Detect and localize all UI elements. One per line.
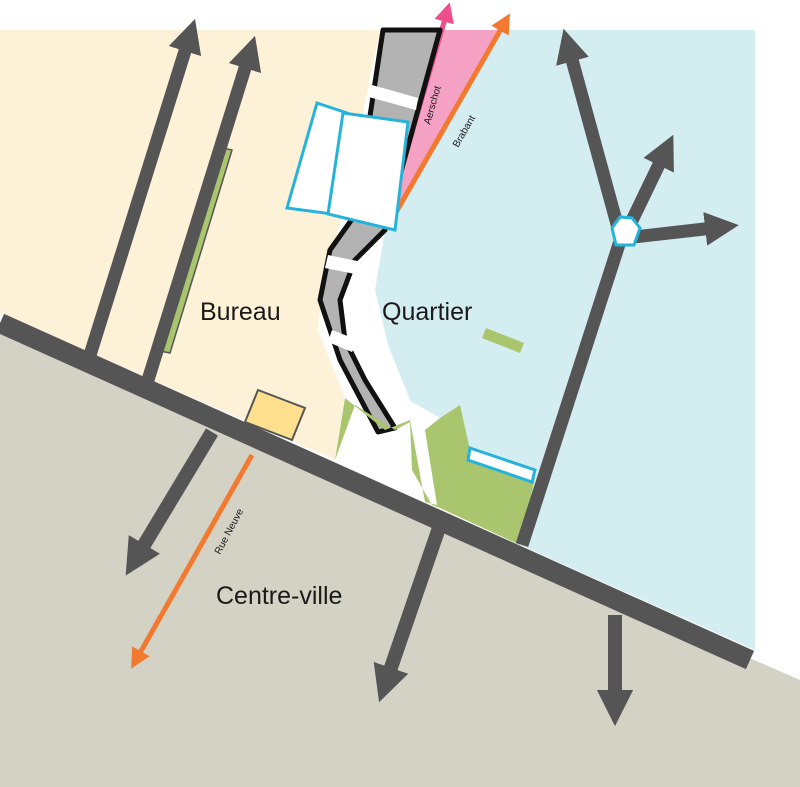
- station-corridor: [318, 30, 442, 505]
- label-centre-ville: Centre-ville: [216, 582, 342, 610]
- track-stripe: [328, 330, 358, 352]
- centre-road-2: [373, 522, 447, 703]
- quartier-park: [335, 398, 535, 545]
- track-stripe: [369, 85, 418, 110]
- track-stripe: [325, 255, 362, 275]
- bureau-road-2: [141, 35, 262, 382]
- quartier-road-east: [624, 212, 739, 246]
- quartier-green-block: [482, 328, 524, 353]
- label-bureau: Bureau: [200, 298, 281, 326]
- main-boulevard: [0, 313, 755, 670]
- quartier-main-road: [515, 233, 629, 547]
- centre-road-1: [125, 428, 218, 576]
- quartier-road-north: [556, 28, 627, 237]
- park-pavilion: [466, 446, 537, 484]
- roundabout-building: [610, 215, 642, 247]
- bureau-road-1: [83, 18, 202, 357]
- rue-neuve-arrow: [131, 453, 255, 669]
- station-building-main: [326, 111, 410, 232]
- label-quartier: Quartier: [382, 298, 472, 326]
- yellow-building: [243, 388, 307, 442]
- brabant-arrow: [384, 13, 510, 230]
